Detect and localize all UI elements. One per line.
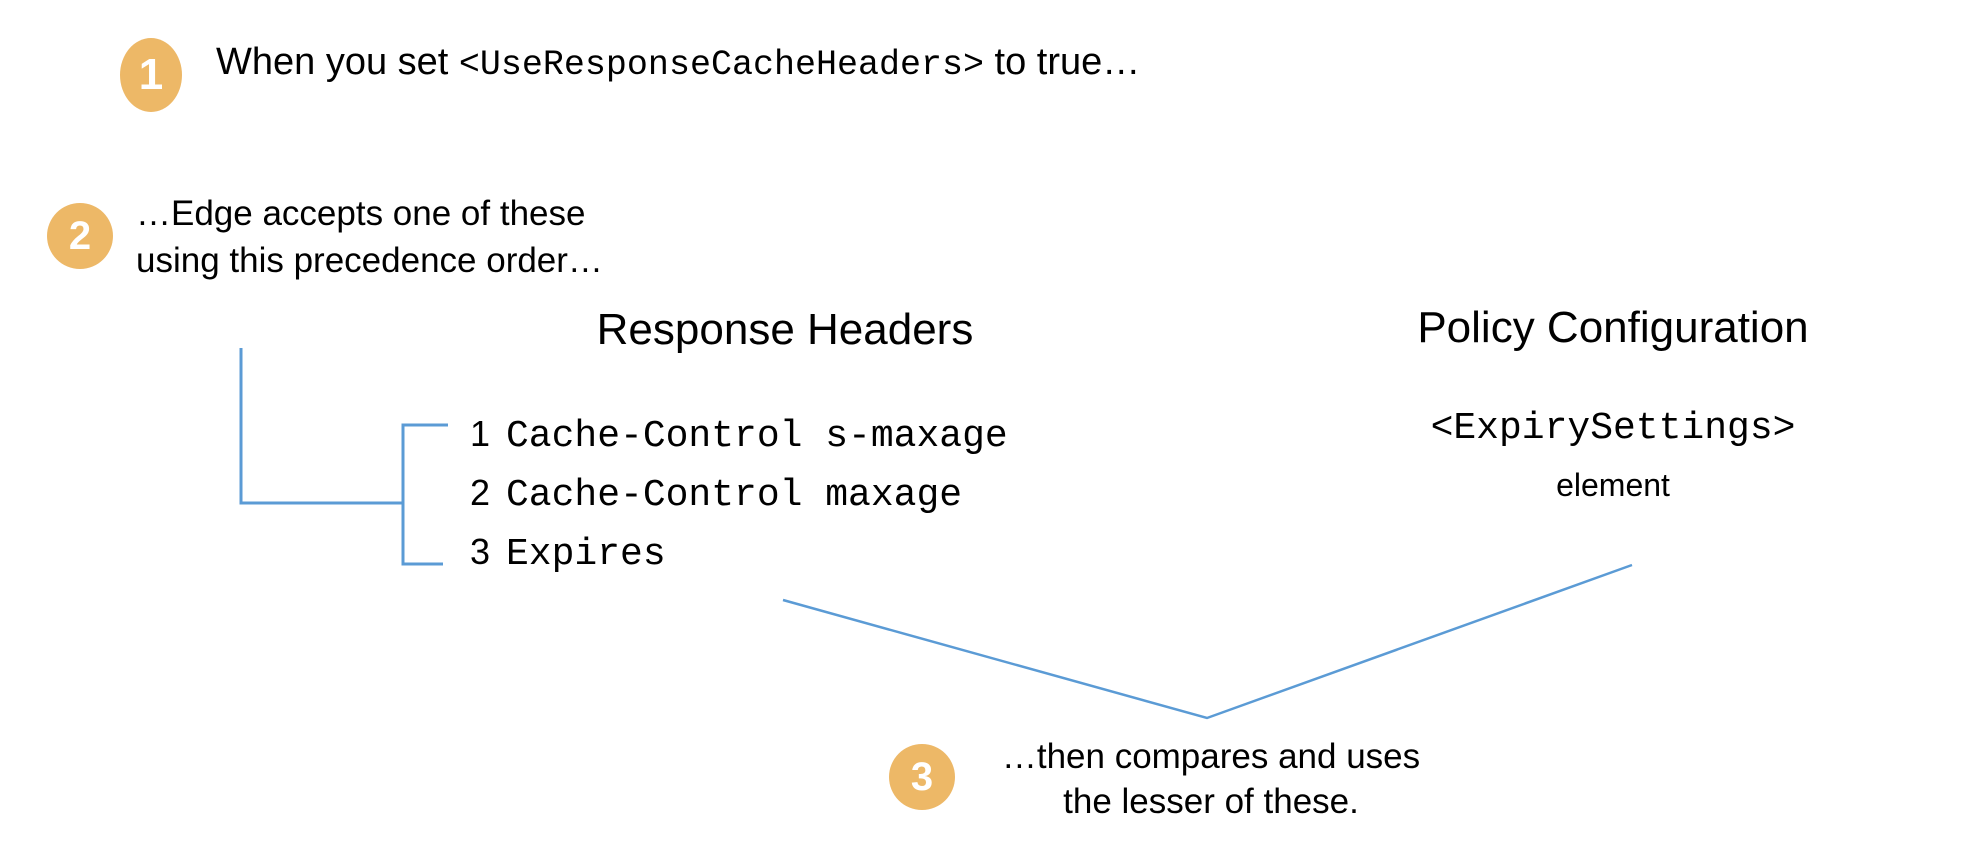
precedence-rank: 1 xyxy=(470,413,491,454)
policy-element-word: element xyxy=(1556,467,1670,503)
step-3-line-2: the lesser of these. xyxy=(1063,781,1359,821)
precedence-rank: 3 xyxy=(470,531,491,572)
precedence-item: 1 Cache-Control s-maxage xyxy=(470,413,1008,472)
step-badge-2: 2 xyxy=(47,203,113,269)
step-1-text-after: to true… xyxy=(984,41,1141,83)
response-headers-heading: Response Headers xyxy=(596,305,974,354)
precedence-rank: 2 xyxy=(470,472,491,513)
step-3-text: …then compares and uses the lesser of th… xyxy=(976,735,1446,825)
step-3-line-1: …then compares and uses xyxy=(1001,737,1421,776)
policy-element-name: <ExpirySettings> xyxy=(1430,407,1796,450)
policy-configuration-heading: Policy Configuration xyxy=(1417,303,1809,352)
step-1-text: When you set <UseResponseCacheHeaders> t… xyxy=(216,41,1140,85)
precedence-list: 1 Cache-Control s-maxage 2 Cache-Control… xyxy=(470,413,1008,590)
step-1-code: <UseResponseCacheHeaders> xyxy=(458,45,984,85)
step-badge-2-label: 2 xyxy=(68,214,92,258)
step-badge-1-label: 1 xyxy=(138,50,164,99)
precedence-value: Expires xyxy=(506,533,666,576)
step-badge-3: 3 xyxy=(889,744,955,810)
precedence-item: 3 Expires xyxy=(470,531,1008,590)
step2-elbow-connector xyxy=(239,348,403,505)
step-1-text-before: When you set xyxy=(216,41,459,83)
step-2-text: …Edge accepts one of these using this pr… xyxy=(136,194,603,281)
step-badge-1: 1 xyxy=(120,38,182,112)
step-badge-3-label: 3 xyxy=(910,755,934,799)
precedence-bracket xyxy=(401,423,448,566)
precedence-value: Cache-Control maxage xyxy=(506,474,963,517)
precedence-item: 2 Cache-Control maxage xyxy=(470,472,1008,531)
precedence-value: Cache-Control s-maxage xyxy=(506,415,1008,458)
